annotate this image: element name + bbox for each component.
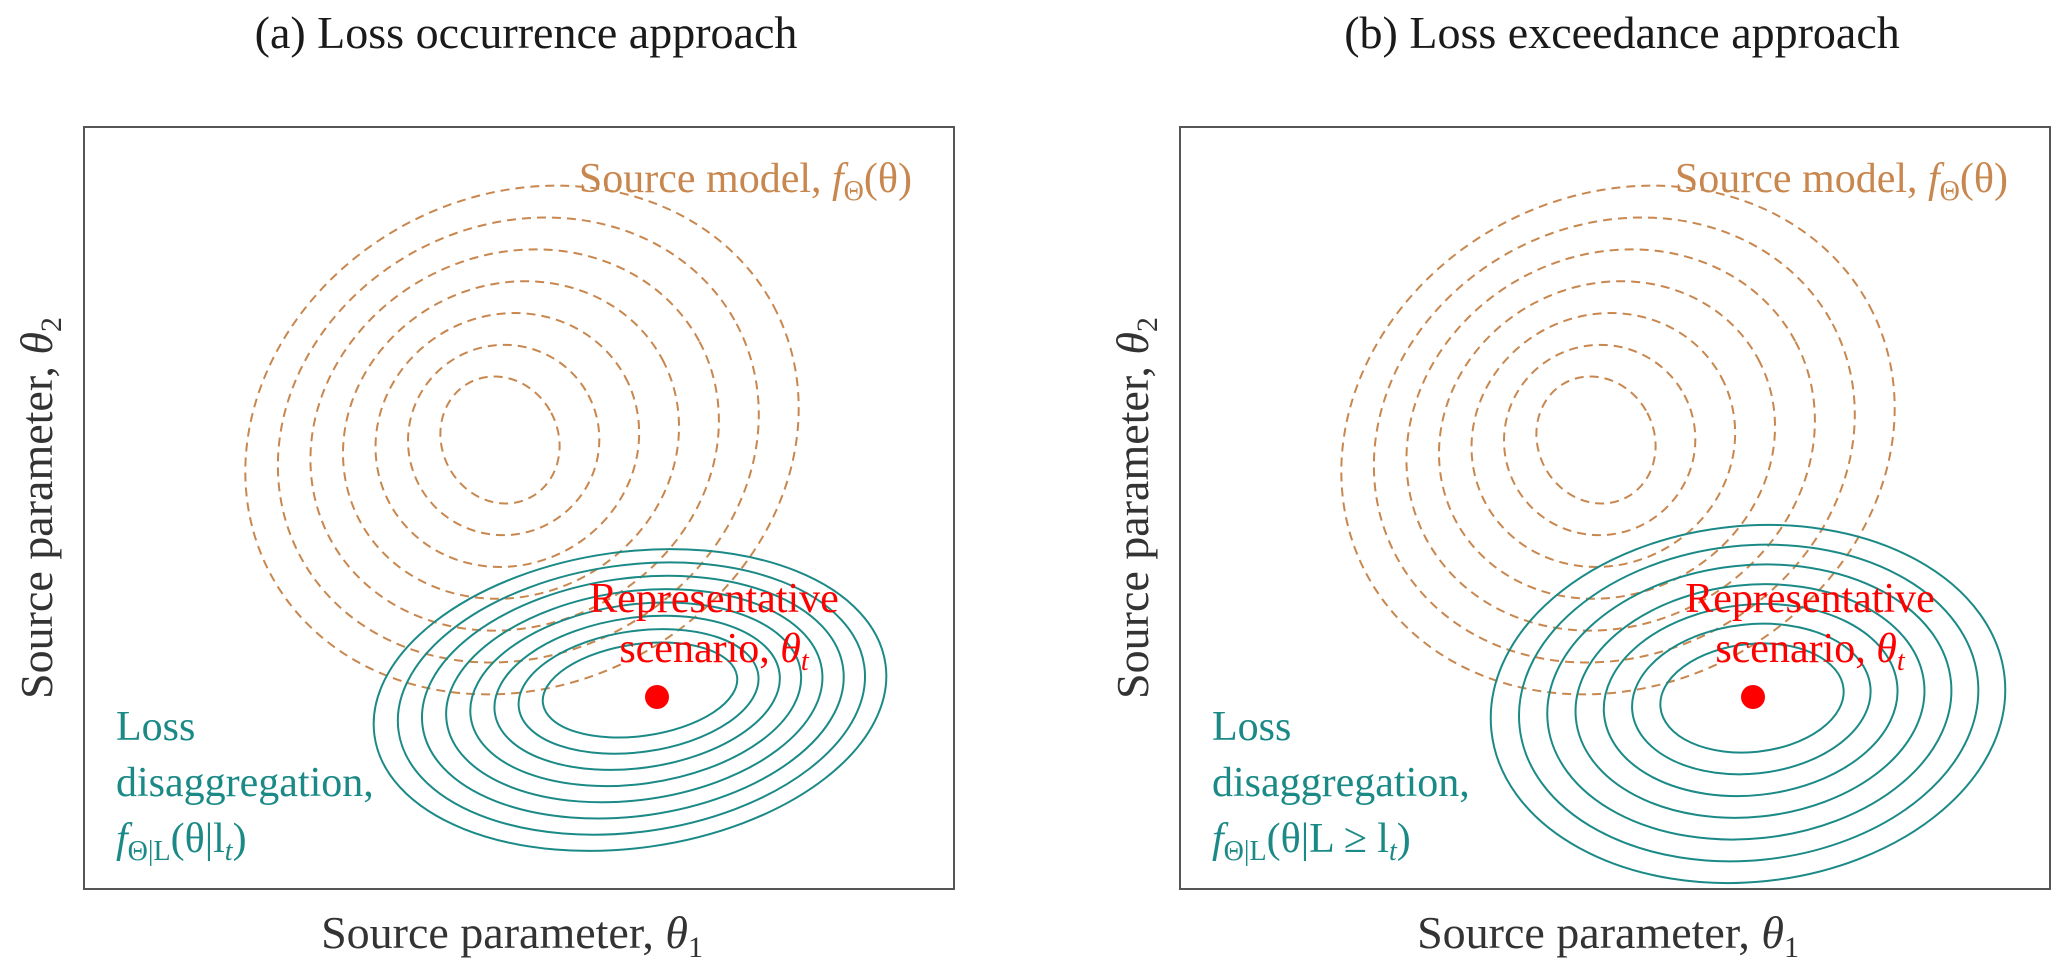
source-model-contour-ring <box>244 184 800 696</box>
panel-b: (b) Loss exceedance approach Source mode… <box>1107 7 2051 964</box>
panel-a-loss-label-line1: Loss <box>116 704 195 750</box>
source-model-contour-ring <box>276 216 760 664</box>
loss-disaggregation-contour-ring <box>1631 622 1872 776</box>
panel-a-representative-point <box>645 685 669 709</box>
panel-b-frame <box>1179 126 2051 890</box>
panel-a-loss-label-line3: fΘ|L(θ|lt) <box>116 816 247 867</box>
panel-a-frame <box>83 126 955 890</box>
panel-a-loss-disaggregation-contours <box>372 548 888 852</box>
panel-a-representative-label-line2: scenario, θt <box>619 626 810 677</box>
loss-disaggregation-contour-ring <box>396 561 867 836</box>
panel-a-representative-label-line1: Representative <box>589 576 839 622</box>
source-model-contour-ring <box>1535 375 1657 505</box>
panel-a-loss-label-line2: disaggregation, <box>116 760 374 806</box>
source-model-contour-ring <box>341 280 681 600</box>
source-model-contour-ring <box>439 375 561 505</box>
panel-b-representative-label-line2: scenario, θt <box>1715 626 1906 677</box>
loss-disaggregation-contour-ring <box>517 628 760 755</box>
loss-disaggregation-contour-ring <box>541 641 739 739</box>
panel-b-representative-point <box>1741 685 1765 709</box>
panel-b-representative-label-line1: Representative <box>1685 576 1935 622</box>
panel-a-source-label: Source model, fΘ(θ) <box>579 156 912 207</box>
panel-b-loss-label-line2: disaggregation, <box>1212 760 1470 806</box>
loss-disaggregation-contour-ring <box>1518 543 1980 863</box>
source-model-contour-ring <box>407 343 601 537</box>
panel-a-x-axis-label: Source parameter, θ1 <box>321 907 703 964</box>
source-model-contour-ring <box>309 248 720 632</box>
loss-disaggregation-contour-ring <box>493 614 781 771</box>
source-model-contour-ring <box>1470 312 1737 568</box>
loss-disaggregation-contour-ring <box>1659 642 1845 754</box>
loss-disaggregation-contour-ring <box>372 548 888 852</box>
loss-disaggregation-contour-ring <box>445 588 824 804</box>
panel-a-y-axis-label: Source parameter, θ2 <box>11 317 68 699</box>
panel-a-source-model-contours <box>244 184 800 696</box>
loss-disaggregation-contour-ring <box>469 601 803 788</box>
loss-disaggregation-contour-ring <box>1574 583 1926 819</box>
source-model-contour-ring <box>1405 248 1816 632</box>
panel-a-plot-area <box>244 184 888 852</box>
panel-b-loss-label-line1: Loss <box>1212 704 1291 750</box>
panel-b-y-axis-label: Source parameter, θ2 <box>1107 317 1164 699</box>
panel-b-x-axis-label: Source parameter, θ1 <box>1417 907 1799 964</box>
loss-disaggregation-contour-ring <box>1602 602 1899 798</box>
loss-disaggregation-contour-ring <box>1546 563 1953 841</box>
panel-b-title: (b) Loss exceedance approach <box>1344 7 1900 58</box>
panel-b-loss-disaggregation-contours <box>1489 523 2007 885</box>
panel-a: (a) Loss occurrence approach Source mode… <box>11 7 955 964</box>
loss-disaggregation-contour-ring <box>1489 523 2007 885</box>
source-model-contour-ring <box>374 312 641 568</box>
source-model-contour-ring <box>1340 184 1896 696</box>
panel-b-source-label: Source model, fΘ(θ) <box>1675 156 2008 207</box>
panel-a-title: (a) Loss occurrence approach <box>255 7 798 58</box>
loss-disaggregation-contour-ring <box>420 574 845 820</box>
panel-b-loss-label-line3: fΘ|L(θ|L ≥ lt) <box>1212 816 1411 867</box>
